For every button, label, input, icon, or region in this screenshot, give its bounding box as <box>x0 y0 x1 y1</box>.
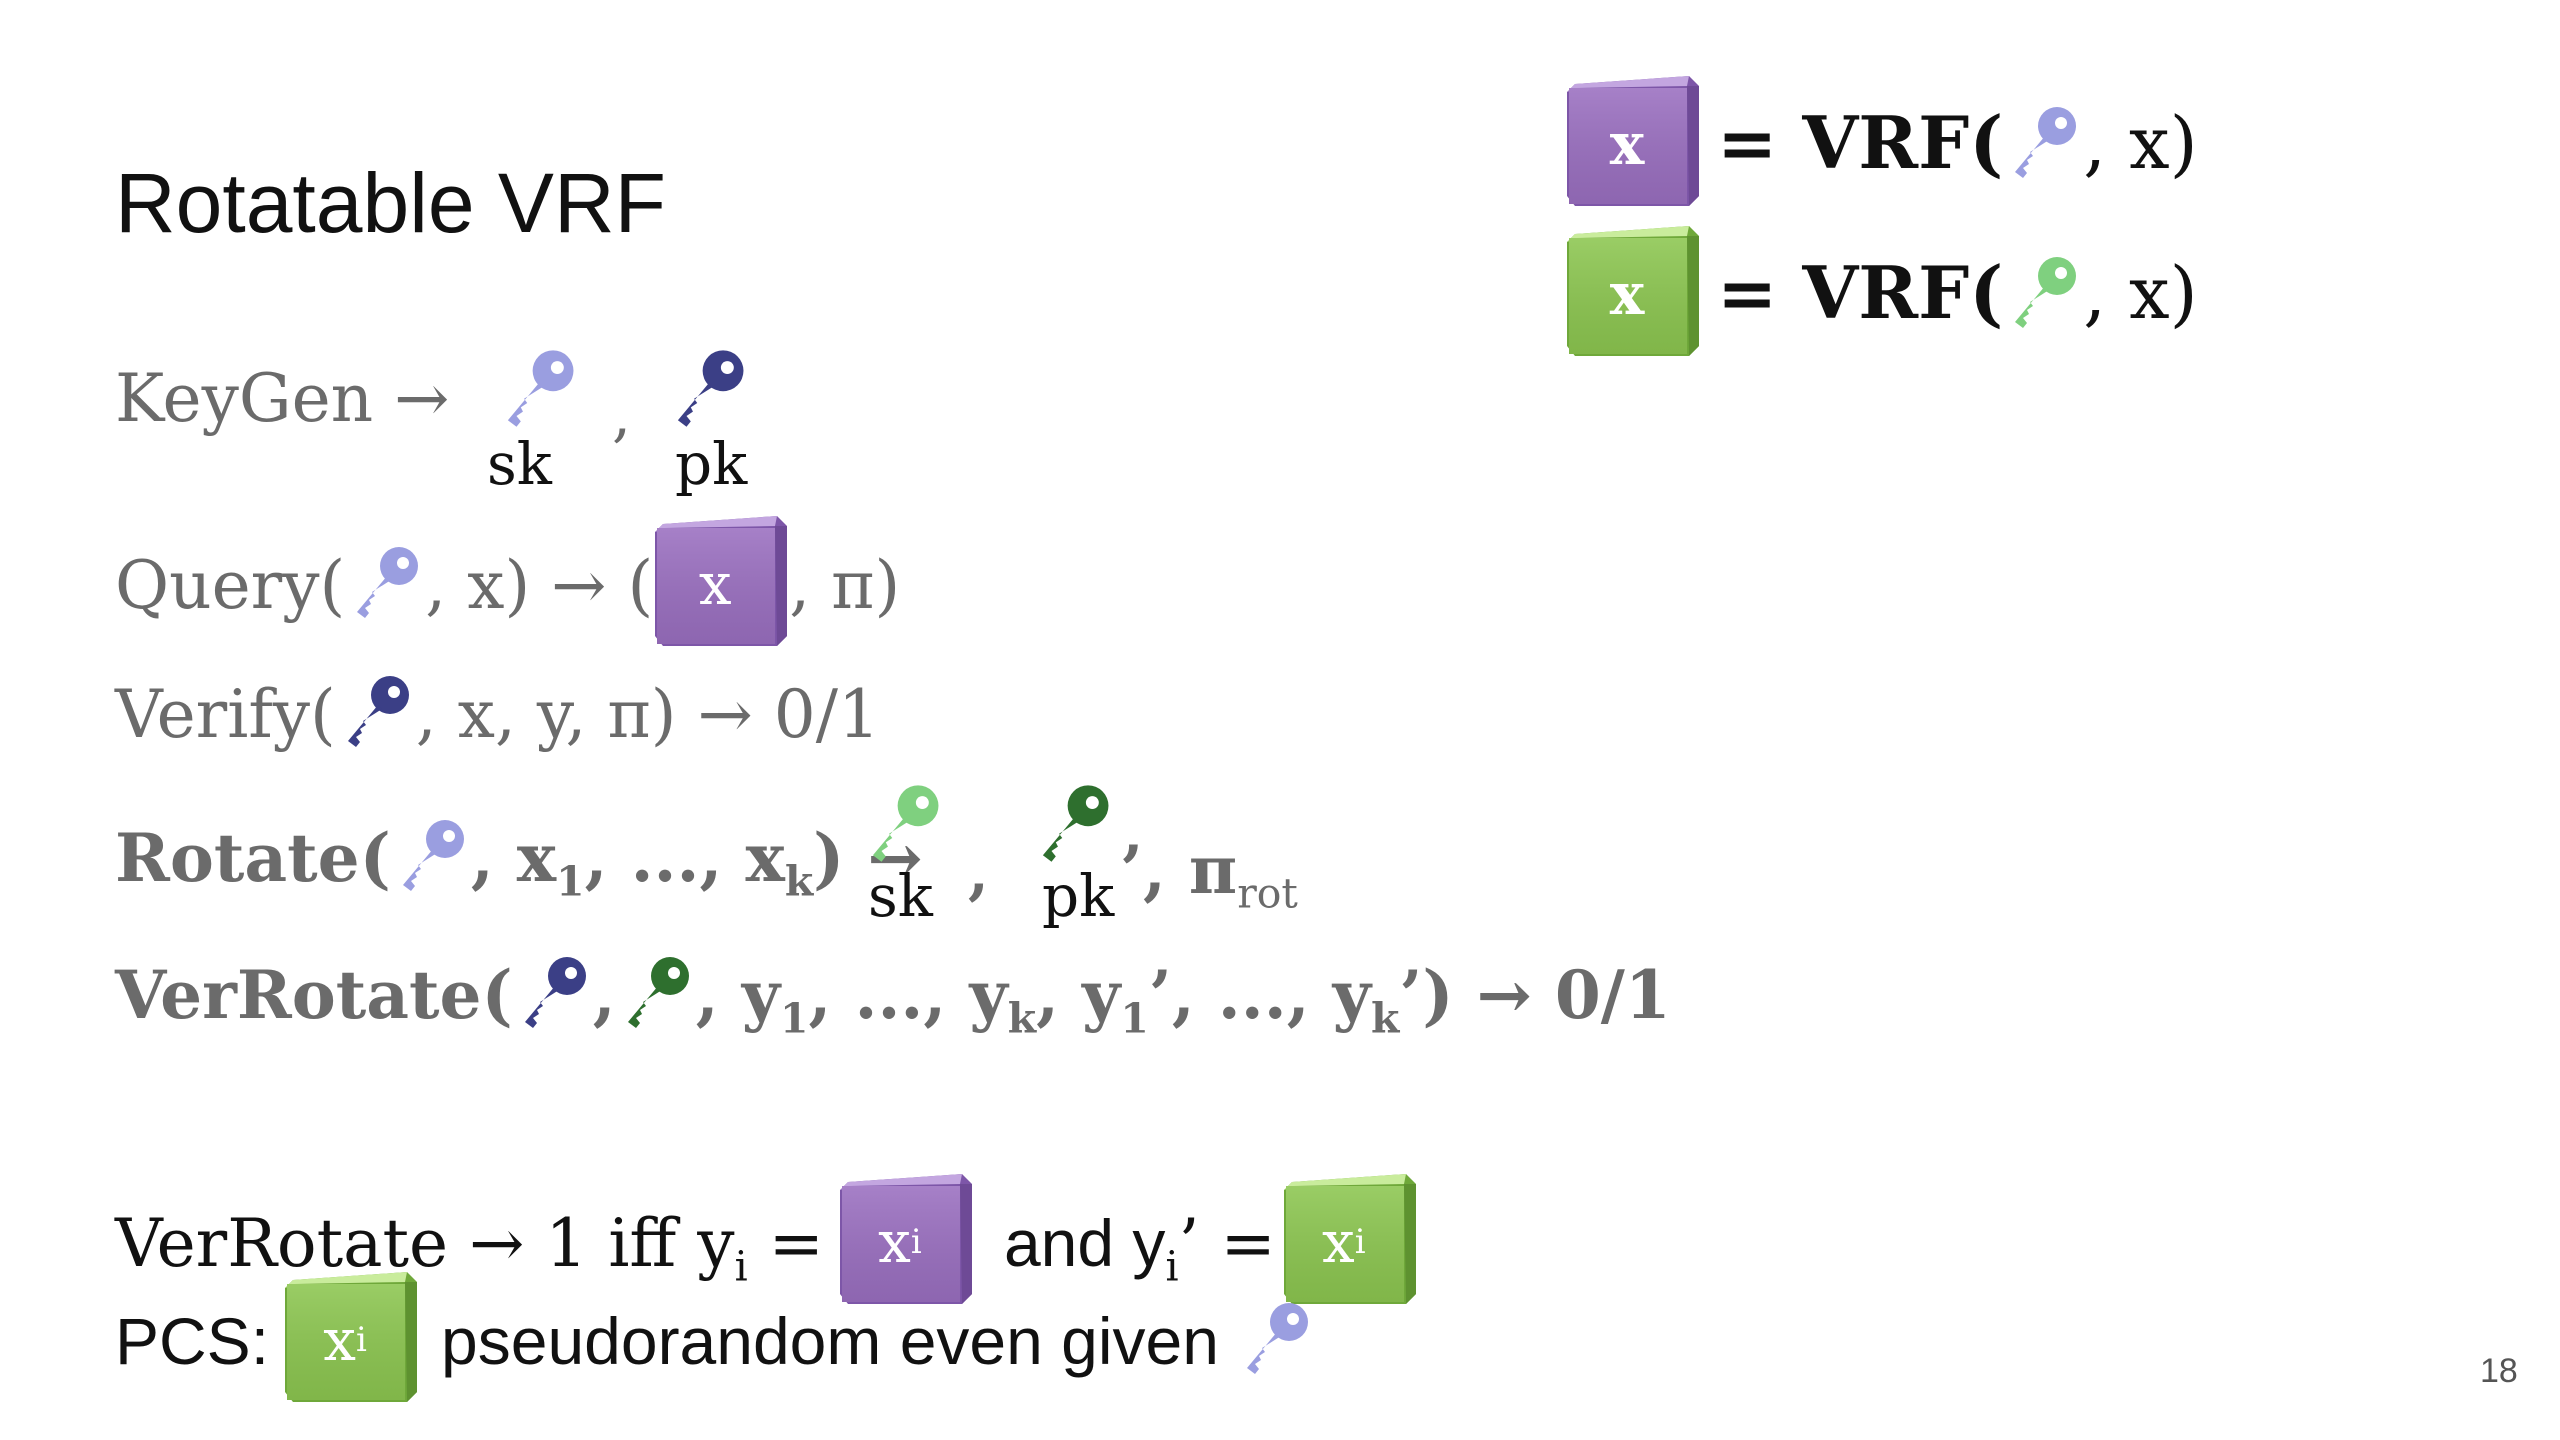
verify-line: Verify( , x, y, π) → 0/1 <box>115 665 880 765</box>
verify-label: Verify( <box>115 676 336 753</box>
condition-and: and y <box>1003 1206 1166 1280</box>
light-purple-key-icon <box>1235 1298 1315 1378</box>
legend-purple-tail: , x) <box>2083 101 2198 185</box>
verrotate-label: VerRotate( <box>115 956 513 1034</box>
light-green-key-icon <box>2003 252 2083 332</box>
rotate-x1-sub: 1 <box>556 857 585 906</box>
page-number: 18 <box>2480 1352 2518 1390</box>
condition-eq1: = <box>747 1205 824 1282</box>
rotate-pi-text: ’, π <box>1120 831 1238 909</box>
sk-rot-key-icon <box>860 780 946 866</box>
slide-title: Rotatable VRF <box>115 156 666 250</box>
green-cube-icon: x <box>1565 222 1701 358</box>
verrotate-y1p: , y <box>1036 956 1121 1034</box>
verrotate-dots2: ’, ..., y <box>1148 956 1372 1034</box>
pcs-text: pseudorandom even given <box>441 1304 1219 1378</box>
light-purple-key-icon <box>391 815 471 895</box>
legend-green-tail: , x) <box>2083 251 2198 335</box>
legend-purple-eq: = VRF( <box>1717 100 2004 185</box>
verrotate-y1-sub: 1 <box>780 994 809 1043</box>
condition-yip-sub: i <box>1165 1242 1179 1291</box>
condition-prefix: VerRotate → 1 iff y <box>115 1205 735 1282</box>
verrotate-tail: ’) → 0/1 <box>1399 956 1671 1034</box>
rotate-comma: , <box>968 838 989 908</box>
rotate-x1: , x <box>470 819 557 897</box>
query-line: Query( , x) → (x, π) <box>115 512 900 648</box>
pcs-prefix: PCS: <box>115 1304 270 1378</box>
rotate-xk-sub: k <box>784 857 814 906</box>
verrotate-y1p-sub: 1 <box>1120 994 1149 1043</box>
purple-cube-icon: x <box>1565 72 1701 208</box>
rotate-line: Rotate( , x1, ..., xk) → <box>115 808 923 908</box>
rotate-pk-label: pk <box>1042 862 1115 930</box>
rotate-label: Rotate( <box>115 819 391 897</box>
dark-green-key-icon <box>616 952 696 1032</box>
verrotate-dots1: , ..., y <box>808 956 1008 1034</box>
light-purple-key-icon <box>2003 102 2083 182</box>
rotate-dots: , ..., x <box>584 819 785 897</box>
query-mid: , x) → ( <box>425 547 654 624</box>
query-label: Query( <box>115 547 346 624</box>
navy-key-icon <box>336 671 416 751</box>
verrotate-yk-sub: k <box>1007 994 1037 1043</box>
legend-purple: x= VRF( , x) <box>1565 72 2198 213</box>
purple-cube-icon: x <box>653 512 789 648</box>
sk-key-icon <box>495 345 581 431</box>
legend-green-eq: = VRF( <box>1717 250 2004 335</box>
verrotate-y1: , y <box>695 956 781 1034</box>
verrotate-ykp-sub: k <box>1371 994 1400 1043</box>
verrotate-comma: , <box>592 956 616 1034</box>
keygen-sk-label: sk <box>487 430 552 498</box>
keygen-line: KeyGen → <box>115 360 449 437</box>
verrotate-line: VerRotate(,, y1, ..., yk, y1’, ..., yk’)… <box>115 945 1671 1045</box>
condition-yi-sub: i <box>734 1242 748 1291</box>
rotate-arrow: ) → <box>813 819 923 897</box>
dark-green-key-icon <box>1030 780 1116 866</box>
light-purple-key-icon <box>345 542 425 622</box>
keygen-comma: , <box>612 380 632 450</box>
rotate-sk-label: sk <box>868 862 933 930</box>
query-tail: , π) <box>789 547 901 624</box>
keygen-pk-label: pk <box>675 430 748 498</box>
pk-key-icon <box>665 345 751 431</box>
legend-green: x= VRF( , x) <box>1565 222 2198 363</box>
rotate-pi: ’, πrot <box>1120 820 1298 920</box>
condition-eq2: ’ = <box>1178 1205 1276 1282</box>
keygen-label: KeyGen → <box>115 360 450 437</box>
rotate-pi-sub: rot <box>1237 869 1298 918</box>
navy-key-icon <box>513 952 593 1032</box>
verify-tail: , x, y, π) → 0/1 <box>415 676 881 753</box>
